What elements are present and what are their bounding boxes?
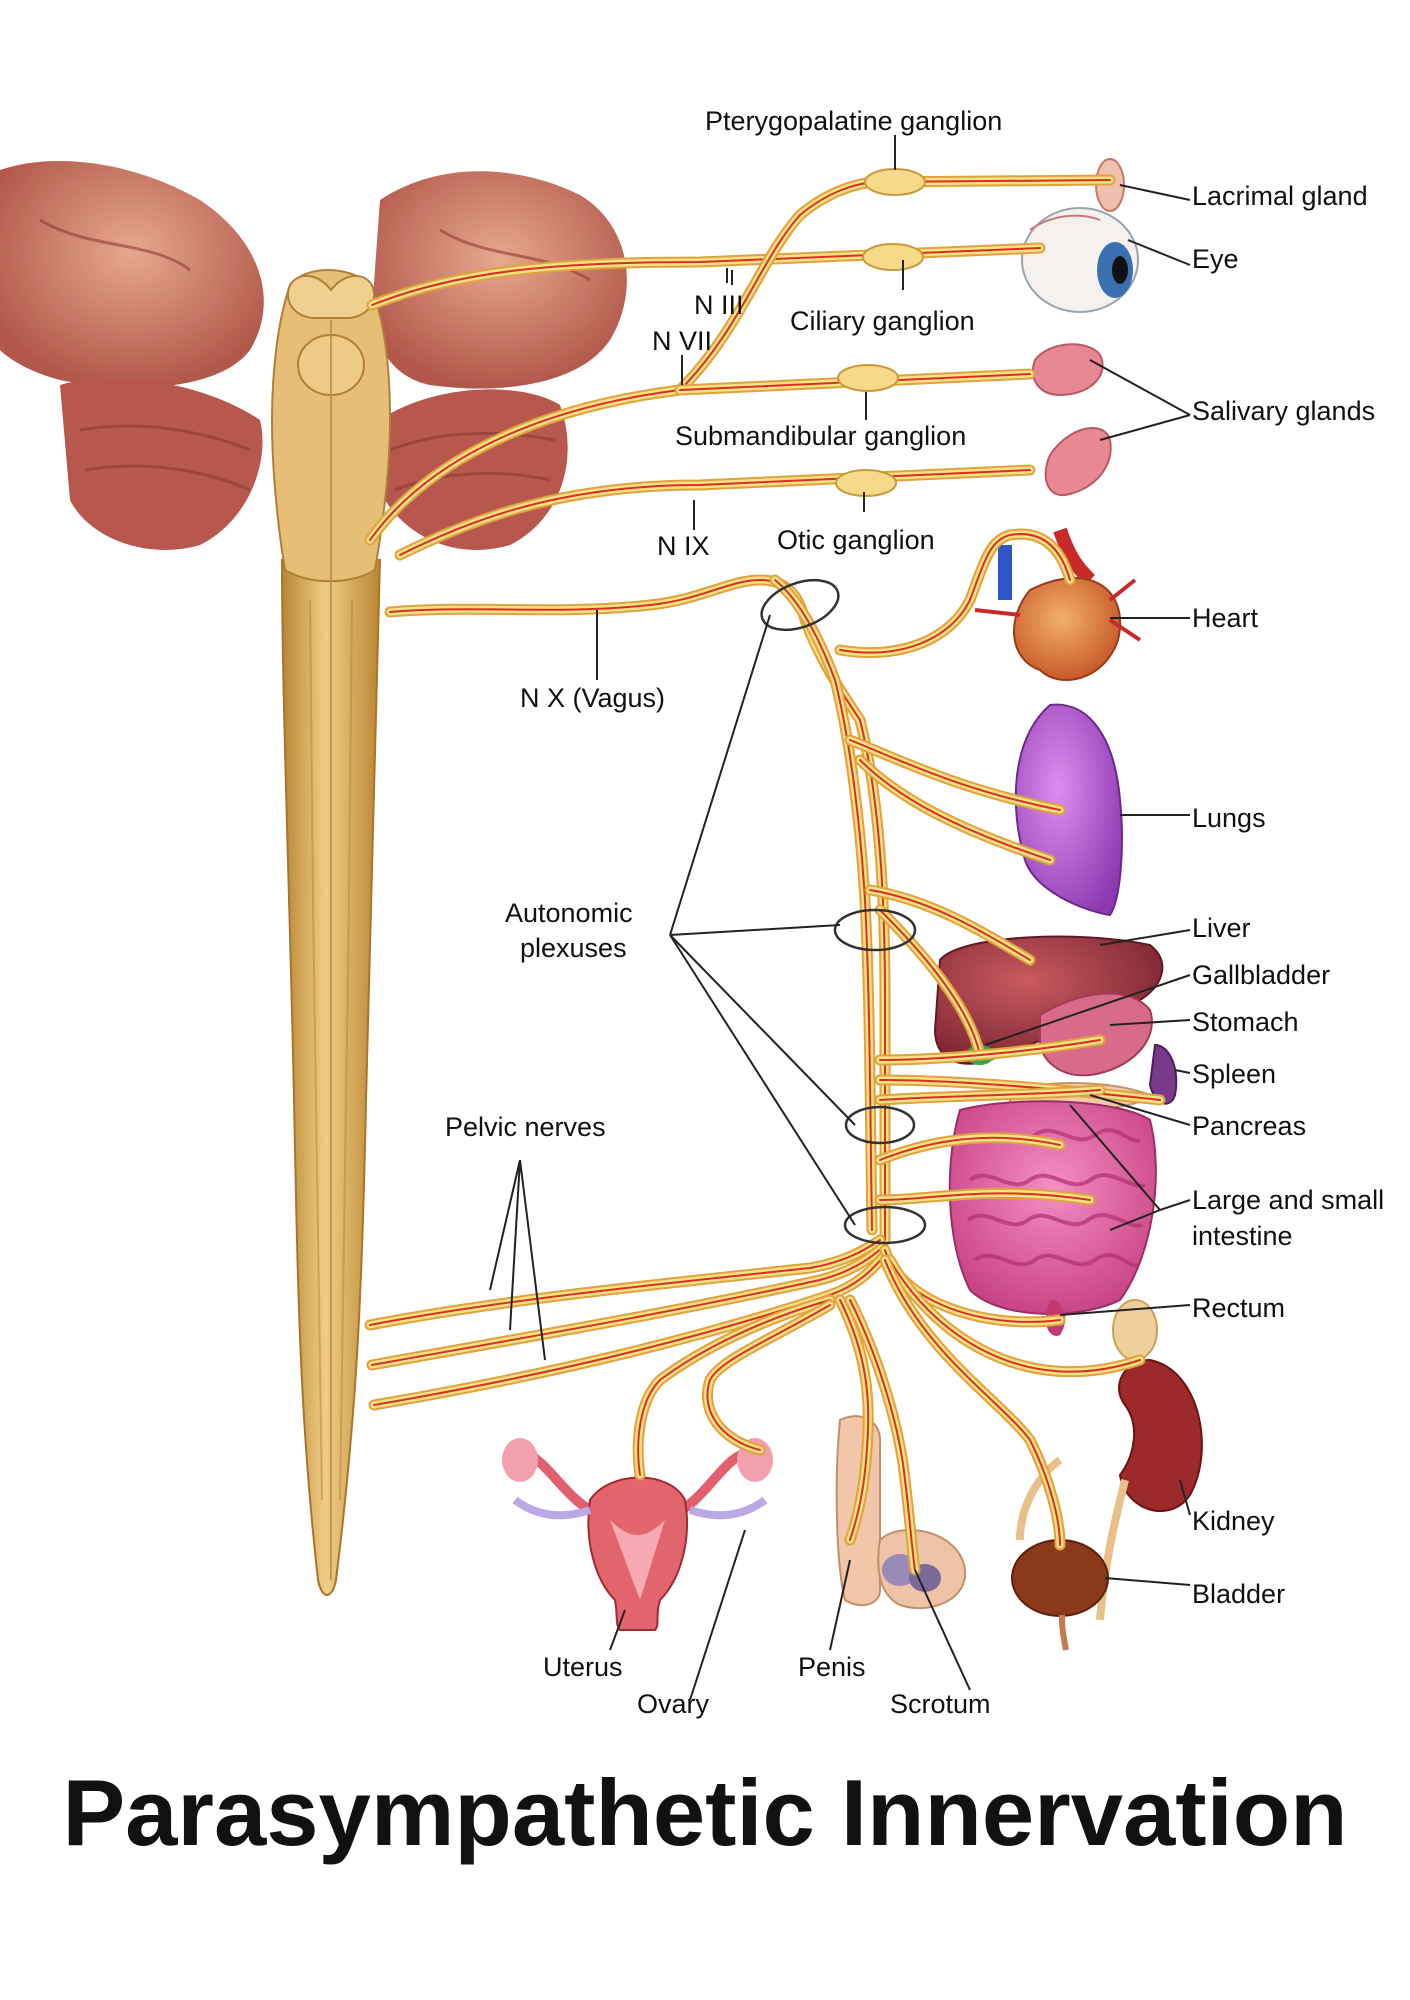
label-eye: Eye [1192, 244, 1239, 274]
nerve-intestine-1-red [879, 1136, 1061, 1161]
plexus-ring-3 [844, 1105, 916, 1145]
label-stomach: Stomach [1192, 1007, 1299, 1037]
nerves [364, 174, 1166, 1576]
submandibular-ganglion-node [837, 364, 899, 392]
label-ovary: Ovary [637, 1689, 710, 1719]
label-gallbladder: Gallbladder [1192, 960, 1330, 990]
nerve-n-iii-red [371, 247, 1041, 306]
label-n-iii: N III [694, 290, 744, 320]
ciliary-ganglion-node [862, 243, 924, 271]
label-pancreas: Pancreas [1192, 1111, 1306, 1141]
label-ciliary-ganglion: Ciliary ganglion [790, 306, 975, 336]
label-otic-ganglion: Otic ganglion [777, 525, 935, 555]
label-lacrimal-gland: Lacrimal gland [1192, 181, 1368, 211]
salivary-gland-upper [1032, 343, 1104, 397]
nerve-penis-red [839, 1299, 870, 1541]
nerve-ovary-red [706, 1304, 831, 1451]
plexus-ring-1 [760, 578, 840, 632]
nerve-liver-red [869, 889, 1031, 961]
nerve-n-ix-red [399, 469, 1031, 556]
label-liver: Liver [1192, 913, 1251, 943]
nerve-pelvic-2-red [371, 1247, 883, 1366]
midbrain [287, 275, 375, 319]
kidney-shape [1096, 1299, 1203, 1621]
bladder-shape [1011, 1456, 1109, 1651]
nerve-spleen-red [879, 1079, 1161, 1101]
label-salivary-glands: Salivary glands [1192, 396, 1375, 426]
labels: Pterygopalatine ganglion Lacrimal gland … [62, 106, 1384, 1865]
nerve-gallbladder-red [879, 909, 981, 1056]
lungs-shape [1014, 703, 1123, 917]
nerve-pancreas-red [879, 1089, 1101, 1101]
nerve-kidney-red [889, 1259, 1141, 1373]
stomach-shape [1039, 992, 1153, 1077]
label-n-x-vagus: N X (Vagus) [520, 683, 665, 713]
nerve-heart-red [839, 533, 1071, 654]
label-pterygopalatine-ganglion: Pterygopalatine ganglion [705, 106, 1002, 136]
organs [502, 158, 1203, 1651]
label-spleen: Spleen [1192, 1059, 1276, 1089]
label-bladder: Bladder [1192, 1579, 1285, 1609]
intestine-shape [948, 1100, 1157, 1315]
label-pelvic-nerves: Pelvic nerves [445, 1112, 606, 1142]
brain [0, 161, 627, 550]
nerve-vagus-2-outer [769, 574, 878, 1236]
label-intestine-line1: Large and small [1192, 1185, 1384, 1215]
nerve-lung-1-red [849, 739, 1061, 811]
cerebrum-left [0, 161, 264, 388]
nerve-n-vii-red [369, 179, 1111, 541]
plexus-rings [760, 578, 927, 1245]
nerve-stomach-red [879, 1039, 1101, 1061]
nerve-pelvic-1-red [369, 1239, 881, 1326]
nerve-scrotum-red [849, 1299, 916, 1571]
cerebrum-right [372, 171, 627, 389]
cerebellum-left [60, 378, 263, 550]
label-kidney: Kidney [1192, 1506, 1275, 1536]
nerve-uterus-red [637, 1299, 831, 1476]
label-autonomic-plexuses-line2: plexuses [520, 933, 627, 963]
nerve-vagus-2-red [774, 579, 873, 1231]
nerve-lung-2-red [859, 759, 1051, 861]
plexus-ring-4 [843, 1205, 927, 1245]
label-uterus: Uterus [543, 1652, 623, 1682]
eye-shape [1021, 207, 1139, 313]
brainstem-and-spinal-cord [270, 269, 392, 1596]
label-lungs: Lungs [1192, 803, 1266, 833]
nerve-bladder-red [884, 1259, 1061, 1546]
page-title: Parasympathetic Innervation [62, 1760, 1347, 1865]
heart-shape [974, 527, 1142, 681]
label-heart: Heart [1192, 603, 1259, 633]
label-rectum: Rectum [1192, 1293, 1285, 1323]
leader-lines [489, 135, 1191, 1701]
salivary-gland-lower [1044, 427, 1112, 497]
label-autonomic-plexuses-line1: Autonomic [505, 898, 633, 928]
otic-ganglion-node [835, 469, 897, 497]
label-submandibular-ganglion: Submandibular ganglion [675, 421, 966, 451]
label-penis: Penis [798, 1652, 866, 1682]
plexus-ring-2 [833, 908, 917, 952]
label-n-ix: N IX [657, 531, 710, 561]
pterygopalatine-ganglion-node [864, 168, 926, 196]
label-intestine-line2: intestine [1192, 1221, 1293, 1251]
label-scrotum: Scrotum [890, 1689, 991, 1719]
label-n-vii: N VII [652, 326, 712, 356]
nerve-intestine-2-red [879, 1192, 1091, 1201]
nerve-vagus-2-core [771, 576, 876, 1234]
nerve-pelvic-3-red [373, 1254, 886, 1406]
ganglia [835, 168, 926, 497]
